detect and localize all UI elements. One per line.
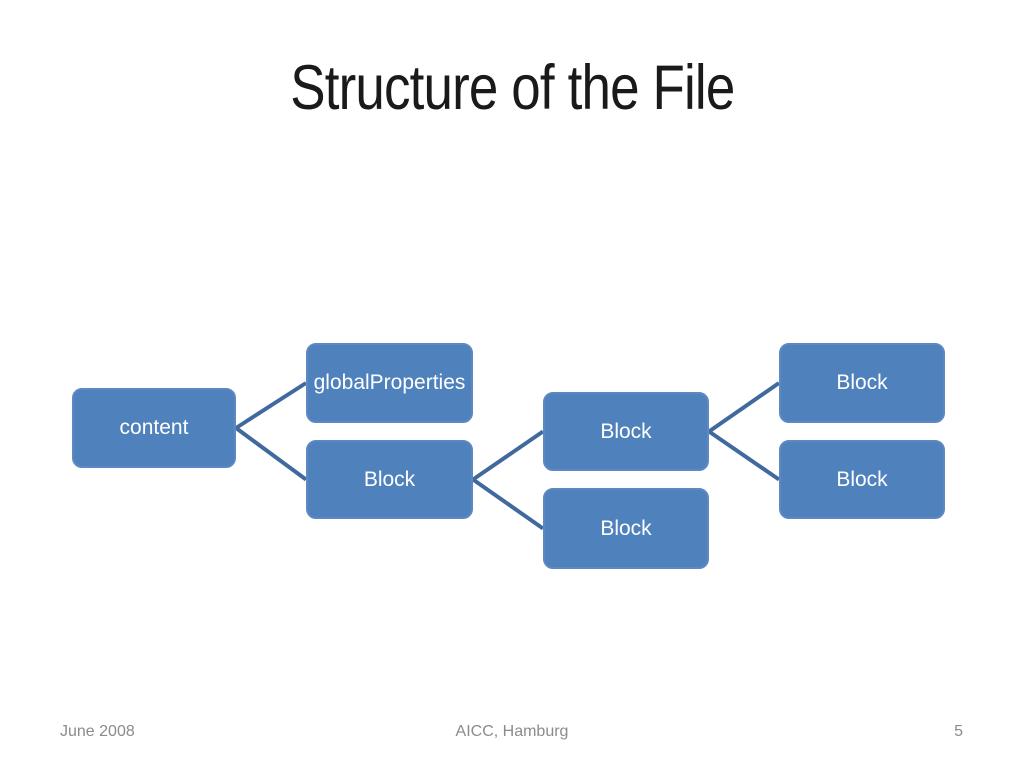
- connector-content-to-block-1: [234, 426, 308, 482]
- connector-block-1-to-block-3: [471, 477, 545, 531]
- diagram-node-block-4: Block: [779, 343, 945, 423]
- slide-title: Structure of the File: [289, 53, 735, 123]
- footer-date: June 2008: [60, 723, 135, 740]
- connector-block-2-to-block-5: [707, 429, 781, 482]
- diagram-node-block-1: Block: [306, 440, 473, 519]
- diagram-node-block-2: Block: [543, 392, 709, 471]
- slide-number: 5: [954, 723, 963, 740]
- diagram-node-content: content: [72, 388, 236, 468]
- diagram-node-block-3: Block: [543, 488, 709, 569]
- connector-block-1-to-block-2: [471, 429, 545, 482]
- connector-content-to-globalProperties: [234, 381, 308, 430]
- diagram-node-block-5: Block: [779, 440, 945, 519]
- footer-text: AICC, Hamburg: [455, 723, 569, 740]
- diagram-node-globalProperties: globalProperties: [306, 343, 473, 423]
- slide-title-wrap: Structure of the File: [0, 57, 1024, 120]
- connector-block-2-to-block-4: [707, 381, 781, 434]
